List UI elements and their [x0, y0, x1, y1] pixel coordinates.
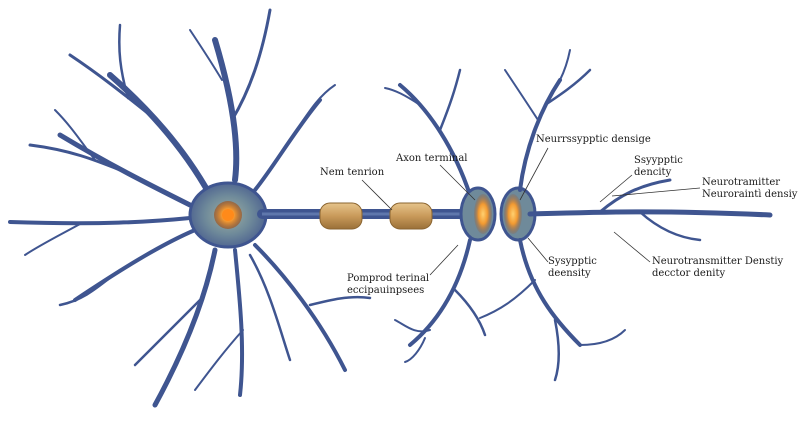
label-line: decctor denity — [652, 268, 726, 279]
nucleus — [222, 209, 234, 221]
label-pomprod-terminal: Pomprod terinal eccipauinpsees — [347, 273, 429, 297]
label-nem-tension: Nem tenrion — [320, 167, 384, 179]
label-line: eccipauinpsees — [347, 285, 425, 296]
postsynaptic-dendrites — [479, 49, 773, 382]
label-line: Ssyypptic — [634, 155, 683, 166]
terminal-glow — [474, 194, 492, 234]
label-line: Neurotransmitter Denstiy — [652, 256, 784, 267]
label-line: dencity — [634, 167, 672, 178]
label-text: Axon terminal — [396, 153, 468, 164]
label-line: Neuroraintì densiy — [702, 189, 798, 200]
label-synaptic-density-bottom: Sysypptic deensity — [548, 256, 597, 280]
label-line: Pomprod terinal — [347, 273, 430, 284]
label-neurosynaptic-density: Neurrssypptic densige — [536, 134, 651, 146]
myelin-sheath — [319, 202, 363, 230]
myelin-sheath — [389, 202, 433, 230]
label-neurotransmitter-top: Neurotramitter Neuroraintì densiy — [702, 177, 797, 201]
label-synaptic-density-top: Ssyypptic dencity — [634, 155, 683, 179]
label-neurotransmitter-bottom: Neurotransmitter Denstiy decctor denity — [652, 256, 783, 280]
label-line: Neurotramitter — [702, 177, 781, 188]
label-leaders — [361, 147, 701, 276]
postsynaptic-glow — [504, 194, 522, 234]
presynaptic-branches — [384, 68, 487, 363]
left-neuron-dendrites — [8, 8, 372, 408]
label-line: deensity — [548, 268, 591, 279]
label-text: Neurrssypptic densige — [536, 134, 651, 145]
label-line: Sysypptic — [548, 256, 597, 267]
label-axon-terminal: Axon terminal — [396, 153, 468, 165]
label-text: Nem tenrion — [320, 167, 385, 178]
